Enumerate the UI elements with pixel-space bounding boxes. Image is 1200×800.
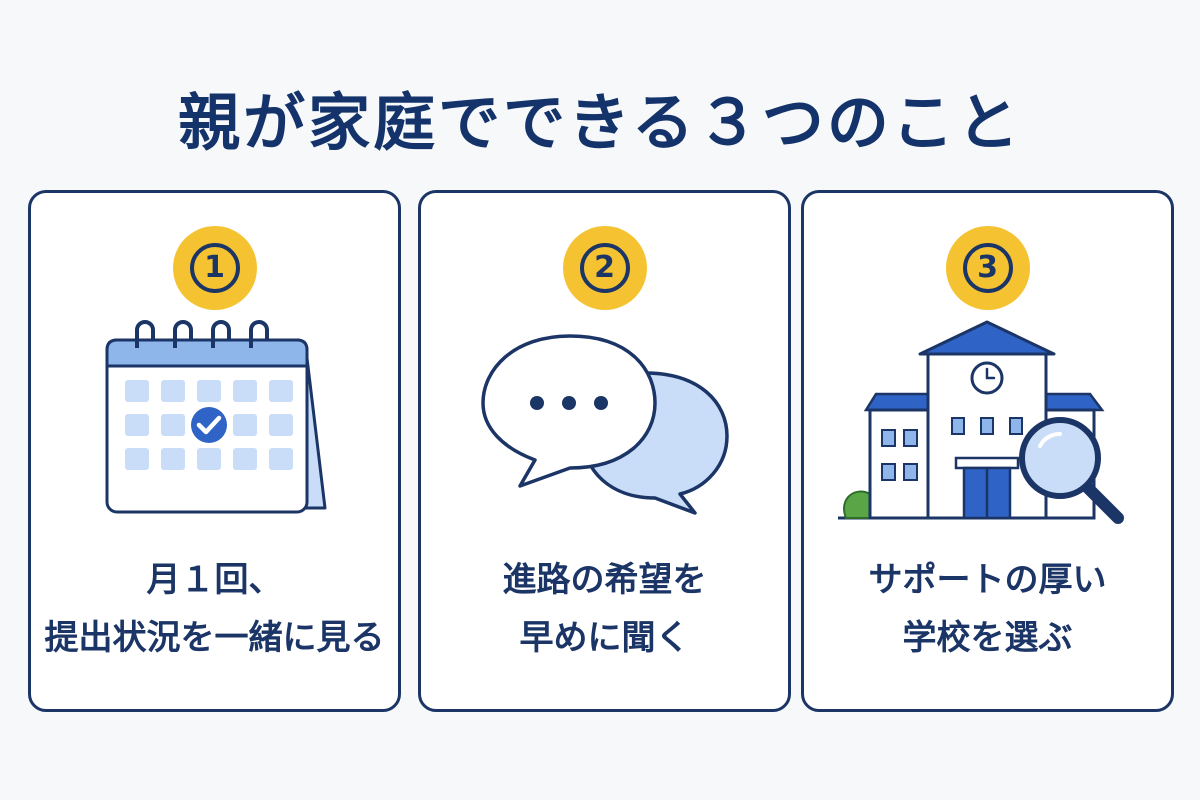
school-magnifier-icon xyxy=(804,318,1171,533)
card-1-caption: 月１回、 提出状況を一緒に見る xyxy=(31,551,398,667)
card-1-caption-line-2: 提出状況を一緒に見る xyxy=(44,618,385,658)
card-1-caption-line-1: 月１回、 xyxy=(146,560,283,600)
number-badge-1-label: 1 xyxy=(189,243,240,293)
card-3-caption: サポートの厚い 学校を選ぶ xyxy=(804,551,1171,667)
card-3: 3 xyxy=(801,190,1174,712)
calendar-check-icon xyxy=(31,318,398,533)
speech-bubbles-icon xyxy=(421,318,788,533)
number-badge-1: 1 xyxy=(172,226,257,310)
cards-row: 1 xyxy=(28,190,1174,712)
card-2-caption-line-1: 進路の希望を xyxy=(502,560,707,600)
page-title: 親が家庭でできる３つのこと xyxy=(178,86,1022,159)
number-badge-3: 3 xyxy=(945,226,1030,310)
card-2: 2 進路の希望を 早めに聞く xyxy=(418,190,791,712)
number-badge-2-label: 2 xyxy=(579,243,630,293)
card-2-caption: 進路の希望を 早めに聞く xyxy=(421,551,788,667)
card-1: 1 xyxy=(28,190,401,712)
card-3-caption-line-1: サポートの厚い xyxy=(868,560,1107,600)
card-2-caption-line-2: 早めに聞く xyxy=(519,618,690,658)
number-badge-3-label: 3 xyxy=(962,243,1013,293)
number-badge-2: 2 xyxy=(562,226,647,310)
card-3-caption-line-2: 学校を選ぶ xyxy=(902,618,1073,658)
